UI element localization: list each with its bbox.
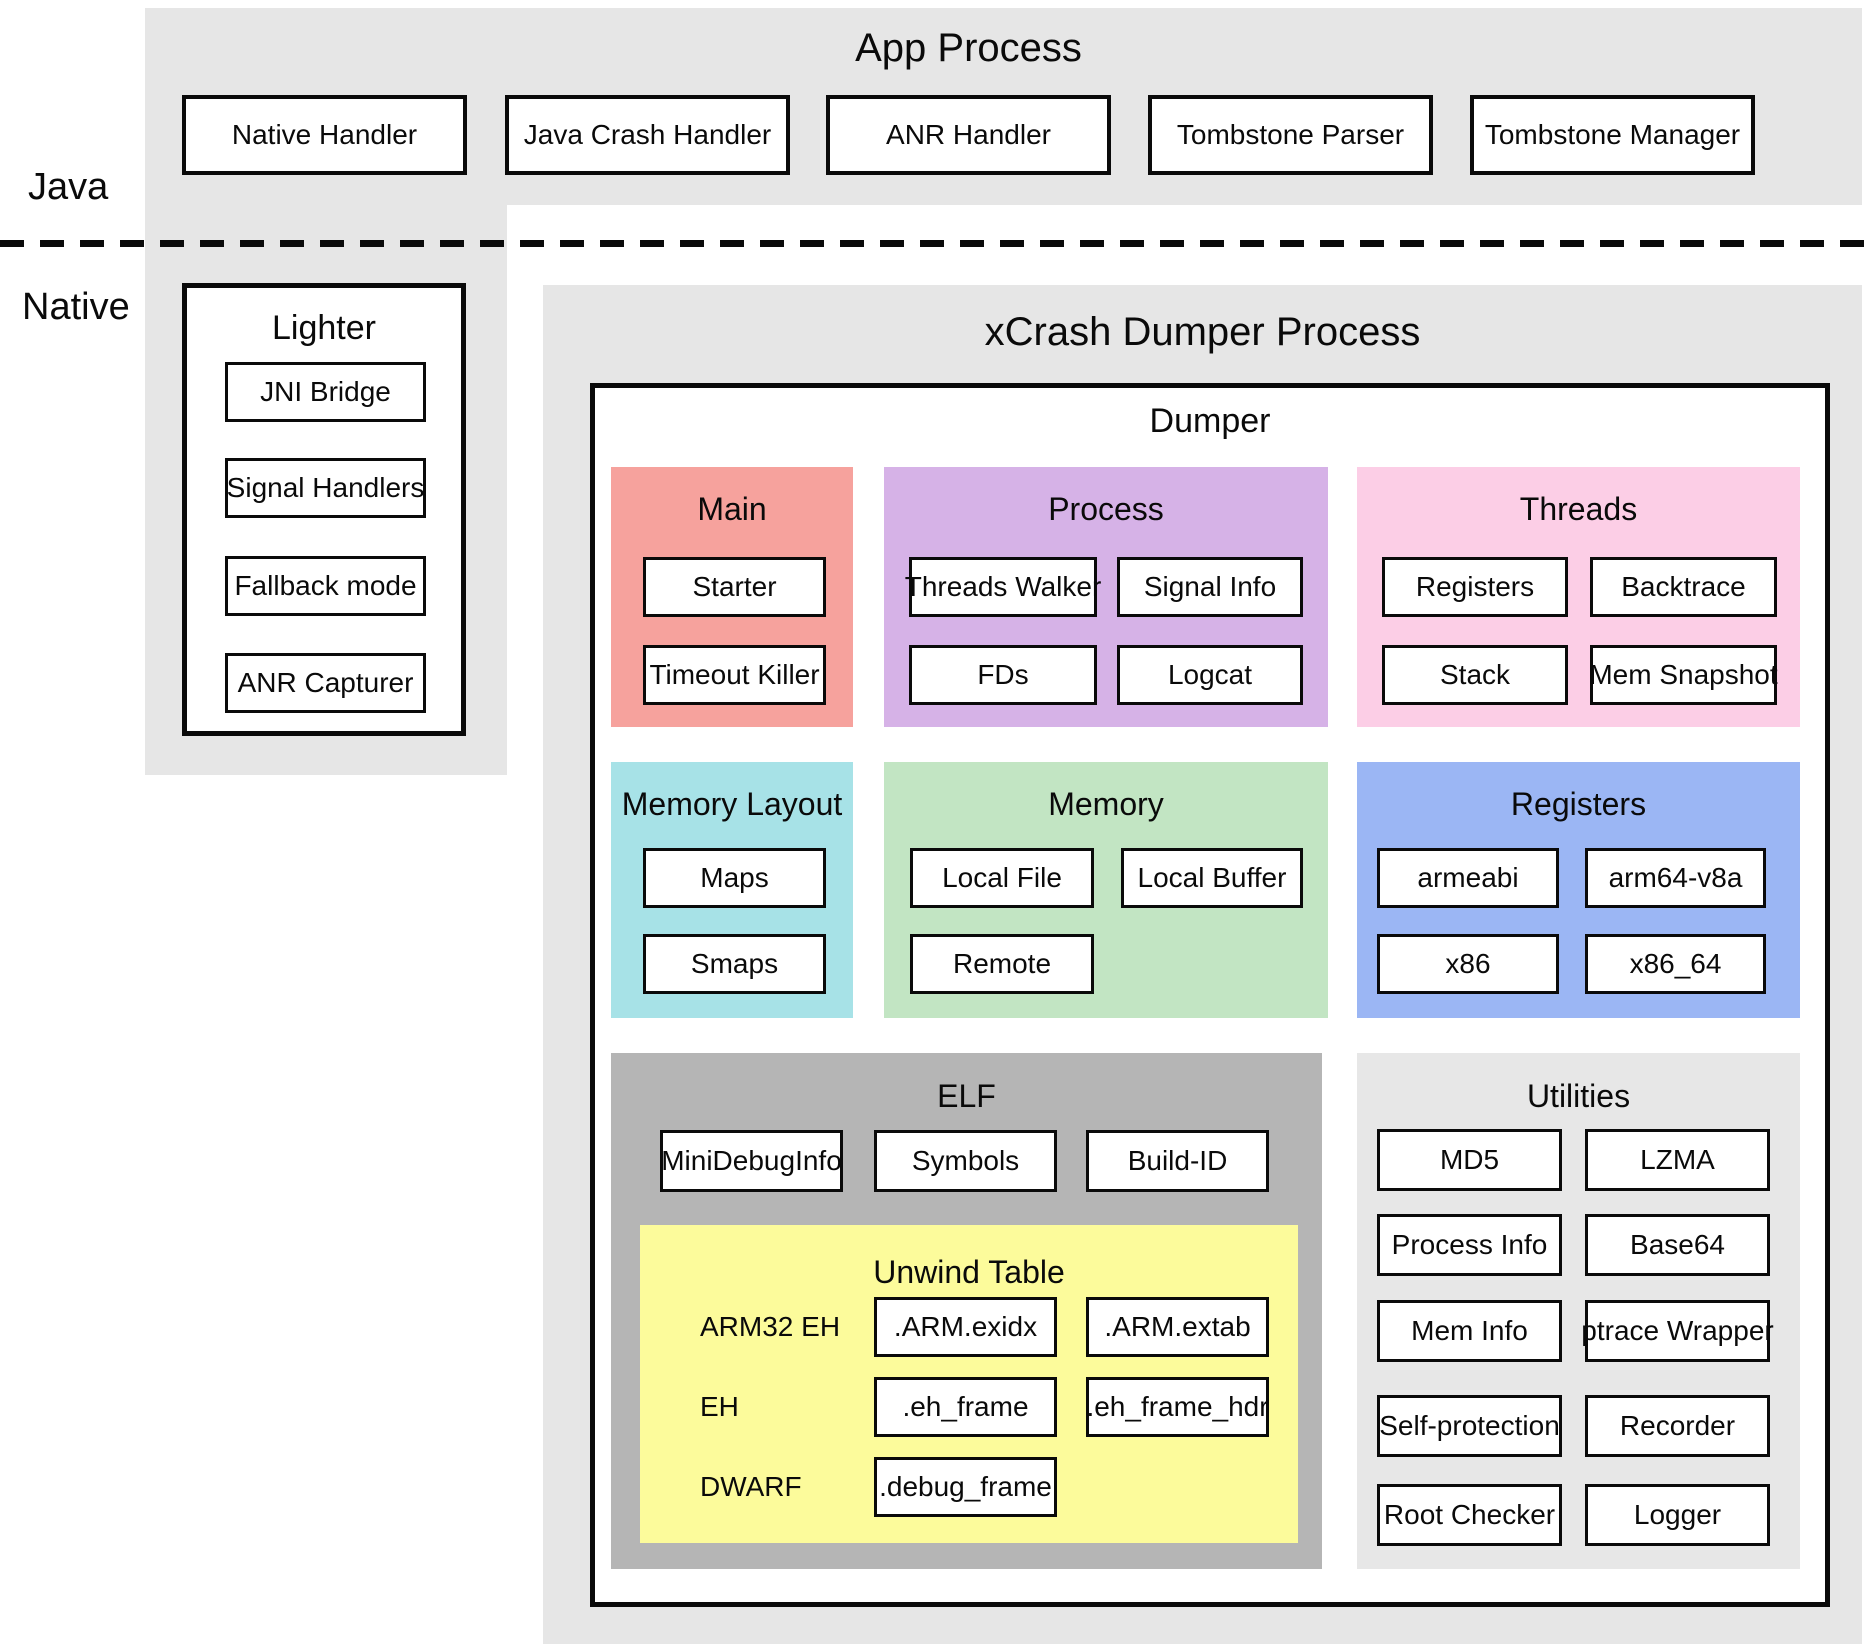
box-symbols: Symbols <box>874 1130 1057 1192</box>
box-local-file: Local File <box>910 848 1094 908</box>
box-mem-info: Mem Info <box>1377 1300 1562 1362</box>
box-anr-capturer: ANR Capturer <box>225 653 426 713</box>
box-fallback-mode: Fallback mode <box>225 556 426 616</box>
box-starter: Starter <box>643 557 826 617</box>
dumper-title: Dumper <box>1149 402 1271 440</box>
box-recorder: Recorder <box>1585 1395 1770 1457</box>
java-layer-label: Java <box>28 166 109 208</box>
panel-threads-title: Threads <box>1519 491 1638 527</box>
box-backtrace: Backtrace <box>1590 557 1777 617</box>
panel-main-title: Main <box>697 491 767 527</box>
java-native-divider <box>0 240 1866 247</box>
box-self-protection: Self-protection <box>1377 1395 1562 1457</box>
box-local-buffer: Local Buffer <box>1121 848 1303 908</box>
app-process-title: App Process <box>855 26 1082 70</box>
box-smaps: Smaps <box>643 934 826 994</box>
box-debug-frame: .debug_frame <box>874 1457 1057 1517</box>
box-logger: Logger <box>1585 1484 1770 1546</box>
panel-unwind-table-title: Unwind Table <box>873 1254 1065 1290</box>
panel-utilities-title: Utilities <box>1526 1078 1631 1114</box>
box-minidebuginfo: MiniDebugInfo <box>660 1130 843 1192</box>
box-build-id: Build-ID <box>1086 1130 1269 1192</box>
box-timeout-killer: Timeout Killer <box>643 645 826 705</box>
box-arm-exidx: .ARM.exidx <box>874 1297 1057 1357</box>
box-x86: x86 <box>1377 934 1559 994</box>
box-eh-frame-hdr: .eh_frame_hdr <box>1086 1377 1269 1437</box>
lighter-title: Lighter <box>272 309 376 347</box>
box-mem-snapshot: Mem Snapshot <box>1589 645 1778 705</box>
box-stack: Stack <box>1382 645 1568 705</box>
box-lzma: LZMA <box>1585 1129 1770 1191</box>
unwind-row-label-dwarf: DWARF <box>700 1471 802 1502</box>
box-threads-walker: Threads Walker <box>905 557 1101 617</box>
panel-elf-title: ELF <box>937 1078 996 1114</box>
box-logcat: Logcat <box>1117 645 1303 705</box>
box-tombstone-manager: Tombstone Manager <box>1470 95 1755 175</box>
box-native-handler: Native Handler <box>182 95 467 175</box>
box-anr-handler: ANR Handler <box>826 95 1111 175</box>
box-ptrace-wrapper: ptrace Wrapper <box>1581 1300 1774 1362</box>
panel-registers-title: Registers <box>1510 786 1647 822</box>
panel-memory-layout-title: Memory Layout <box>621 786 843 822</box>
box-remote: Remote <box>910 934 1094 994</box>
box-base64: Base64 <box>1585 1214 1770 1276</box>
box-arm-extab: .ARM.extab <box>1086 1297 1269 1357</box>
xcrash-dumper-title: xCrash Dumper Process <box>984 310 1421 354</box>
box-arm64-v8a: arm64-v8a <box>1585 848 1766 908</box>
box-x86-64: x86_64 <box>1585 934 1766 994</box>
box-armeabi: armeabi <box>1377 848 1559 908</box>
box-tombstone-parser: Tombstone Parser <box>1148 95 1433 175</box>
panel-memory-title: Memory <box>1048 786 1164 822</box>
box-jni-bridge: JNI Bridge <box>225 362 426 422</box>
box-java-crash-handler: Java Crash Handler <box>505 95 790 175</box>
box-eh-frame: .eh_frame <box>874 1377 1057 1437</box>
box-signal-info: Signal Info <box>1117 557 1303 617</box>
box-signal-handlers: Signal Handlers <box>225 458 426 518</box>
box-root-checker: Root Checker <box>1377 1484 1562 1546</box>
native-layer-label: Native <box>22 286 130 328</box>
box-process-info: Process Info <box>1377 1214 1562 1276</box>
box-maps: Maps <box>643 848 826 908</box>
unwind-row-label-arm32-eh: ARM32 EH <box>700 1311 841 1342</box>
box-registers: Registers <box>1382 557 1568 617</box>
panel-process-title: Process <box>1048 491 1164 527</box>
box-fds: FDs <box>909 645 1097 705</box>
unwind-row-label-eh: EH <box>700 1391 739 1422</box>
box-md5: MD5 <box>1377 1129 1562 1191</box>
